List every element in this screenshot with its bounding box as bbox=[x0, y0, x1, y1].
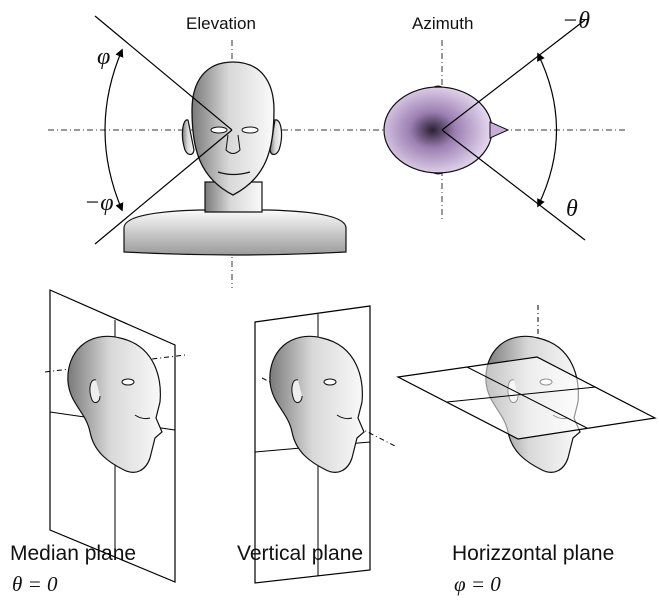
phi-label-top: φ bbox=[97, 44, 110, 71]
horizontal-plane-sheet bbox=[398, 357, 655, 439]
theta-label-top: −θ bbox=[562, 8, 590, 35]
median-plane-label: Median plane bbox=[10, 542, 136, 566]
vertical-plane-label: Vertical plane bbox=[237, 542, 363, 566]
left-eye bbox=[211, 127, 227, 133]
horizontal-plane-diagram bbox=[398, 305, 655, 472]
median-plane-diagram bbox=[45, 290, 185, 582]
elevation-title: Elevation bbox=[186, 14, 256, 34]
azimuth-ray-lower bbox=[442, 130, 585, 240]
theta-label-bottom: θ bbox=[566, 196, 578, 223]
phi-label-bottom: −φ bbox=[84, 190, 113, 217]
median-plane-equation: θ = 0 bbox=[12, 572, 58, 597]
nose-top-view bbox=[490, 122, 508, 138]
head-top-view bbox=[384, 87, 492, 173]
azimuth-title: Azimuth bbox=[412, 14, 473, 34]
shoulders-base bbox=[124, 210, 346, 255]
azimuth-diagram bbox=[384, 20, 628, 240]
median-eye bbox=[122, 379, 134, 385]
horizontal-plane-label: Horizzontal plane bbox=[452, 542, 614, 566]
vertical-eye bbox=[324, 379, 336, 385]
right-eye bbox=[242, 127, 258, 133]
azimuth-arc-arrow bbox=[538, 54, 557, 206]
azimuth-ray-upper bbox=[442, 20, 585, 130]
horizontal-plane-equation: φ = 0 bbox=[454, 572, 501, 597]
